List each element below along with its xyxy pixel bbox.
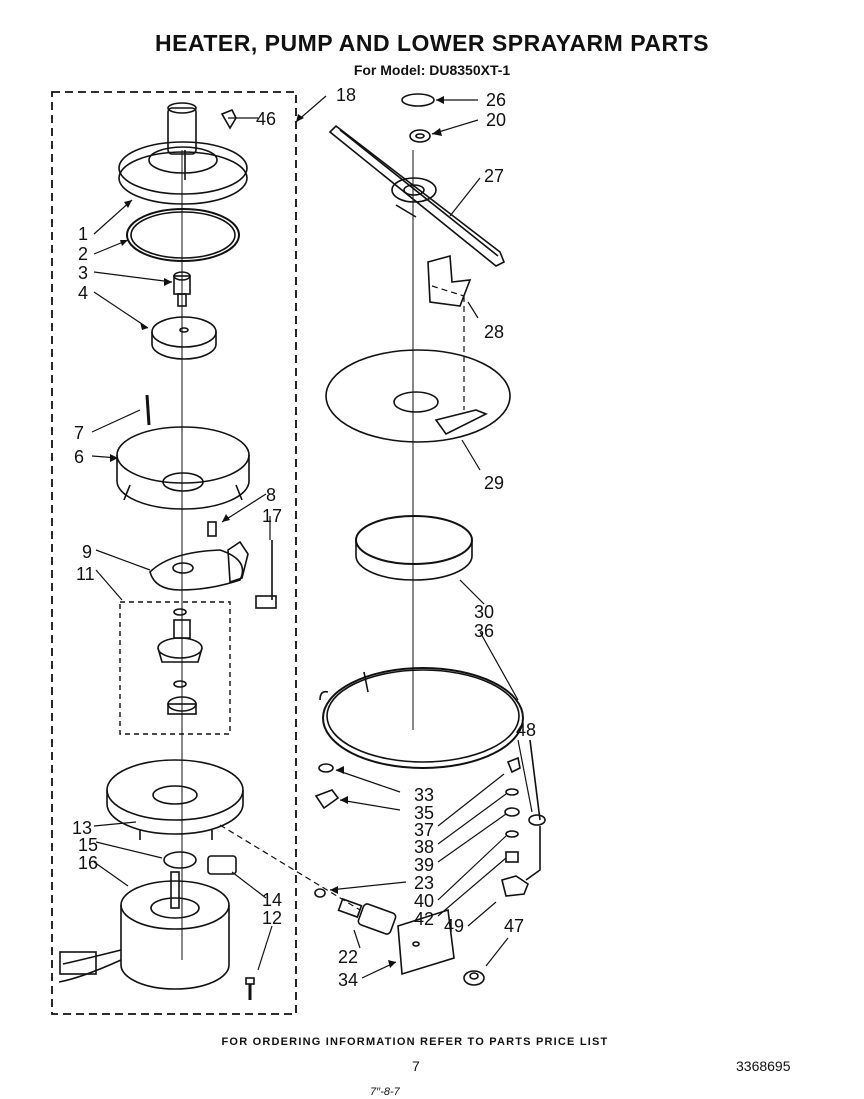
impeller-group-boundary <box>119 601 231 735</box>
callout-39: 39 <box>414 855 434 875</box>
callout-2: 2 <box>78 244 88 264</box>
heater-wire <box>525 739 546 881</box>
pump-plate <box>149 540 249 591</box>
washer <box>163 851 197 869</box>
heater-bracket <box>314 789 340 810</box>
heater-element <box>319 667 524 769</box>
terminal-hardware-stack <box>501 756 529 897</box>
pump-housing-middle <box>116 426 250 510</box>
callout-42: 42 <box>414 909 434 929</box>
clip-part <box>220 108 237 130</box>
callout-16: 16 <box>78 853 98 873</box>
screw <box>207 521 217 537</box>
sprayarm-nut <box>409 129 431 143</box>
sprayarm-clip <box>427 254 472 307</box>
callout-40: 40 <box>414 891 434 911</box>
callout-27: 27 <box>484 166 504 186</box>
pump-base <box>106 759 244 840</box>
callout-12: 12 <box>262 908 282 928</box>
seal-ring <box>126 208 240 262</box>
callout-46: 46 <box>256 109 276 129</box>
callout-26: 26 <box>486 90 506 110</box>
heater-washer <box>318 763 334 773</box>
heater-gasket <box>355 515 473 581</box>
callout-33: 33 <box>414 785 434 805</box>
callout-35: 35 <box>414 803 434 823</box>
callout-37: 37 <box>414 820 434 840</box>
impeller-nut <box>173 271 191 307</box>
heater-connector <box>337 897 397 935</box>
callout-30: 30 <box>474 602 494 622</box>
callout-23: 23 <box>414 873 434 893</box>
callout-11: 11 <box>76 564 95 584</box>
impeller <box>157 608 203 715</box>
mount-bracket <box>207 855 237 875</box>
callout-34: 34 <box>338 970 358 990</box>
callout-15: 15 <box>78 835 98 855</box>
chopper-disc <box>151 316 217 360</box>
callout-17: 17 <box>262 506 282 526</box>
o-ring <box>314 888 326 898</box>
page-title: HEATER, PUMP AND LOWER SPRAYARM PARTS <box>155 30 709 56</box>
model-subtitle: For Model: DU8350XT-1 <box>353 62 511 78</box>
filter-screen <box>325 349 511 443</box>
callout-14: 14 <box>262 890 282 910</box>
callout-28: 28 <box>484 322 504 342</box>
callout-49: 49 <box>444 916 464 936</box>
heater-terminal <box>255 540 277 609</box>
pin <box>145 394 151 426</box>
callout-22: 22 <box>338 947 358 967</box>
callout-18: 18 <box>336 85 356 105</box>
callout-47: 47 <box>504 916 524 936</box>
ordering-note: FOR ORDERING INFORMATION REFER TO PARTS … <box>221 1036 609 1048</box>
callout-4: 4 <box>78 283 88 303</box>
motor <box>58 871 230 990</box>
mounting-plate <box>397 908 455 976</box>
assembly-boundary <box>51 91 297 1015</box>
terminal-nut <box>463 970 485 986</box>
pump-housing-top <box>118 102 248 205</box>
lower-sprayarm <box>328 124 506 267</box>
callout-13: 13 <box>72 818 92 838</box>
handwritten-note: 7′′-8-7 <box>370 1086 400 1098</box>
document-number: 3368695 <box>736 1058 791 1074</box>
callout-38: 38 <box>414 837 434 857</box>
callout-6: 6 <box>74 447 84 467</box>
callout-8: 8 <box>266 485 276 505</box>
callout-29: 29 <box>484 473 504 493</box>
callout-3: 3 <box>78 263 88 283</box>
callout-9: 9 <box>82 542 92 562</box>
callout-36: 36 <box>474 621 494 641</box>
callout-20: 20 <box>486 110 506 130</box>
callout-1: 1 <box>78 224 88 244</box>
page-number: 7 <box>412 1058 420 1074</box>
callout-48: 48 <box>516 720 536 740</box>
sprayarm-cap <box>401 93 435 107</box>
motor-screw <box>245 977 255 1000</box>
callout-7: 7 <box>74 423 84 443</box>
